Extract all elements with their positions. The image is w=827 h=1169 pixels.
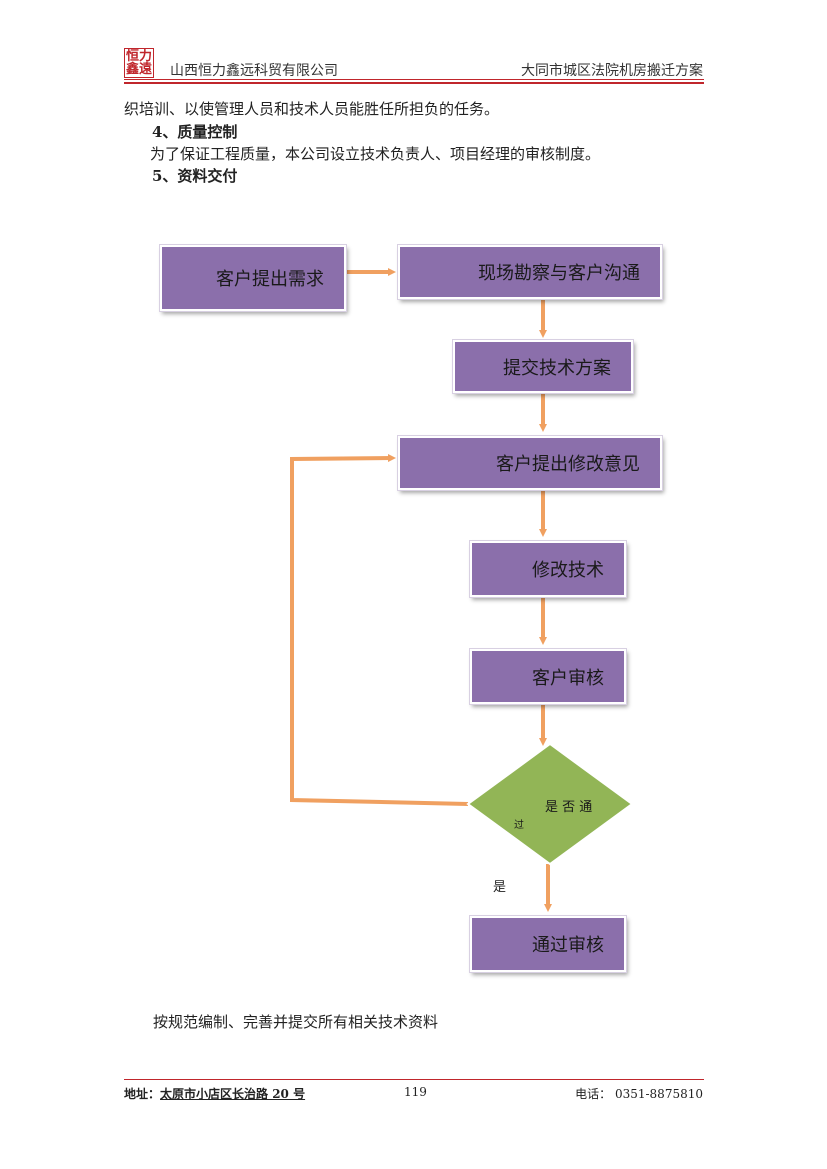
yes-label: 是 bbox=[493, 880, 507, 895]
flow-node-client-request: 客户提出需求 bbox=[159, 244, 347, 312]
heading-quality-control: 4、质量控制 bbox=[152, 123, 238, 141]
header-rule-thick bbox=[124, 82, 704, 84]
arrow-decision-loop-back bbox=[290, 454, 469, 806]
footer-address: 地址：太原市小店区长治路 20 号 bbox=[124, 1085, 305, 1102]
address-value: 太原市小店区长治路 20 号 bbox=[160, 1087, 306, 1101]
address-label: 地址： bbox=[124, 1087, 161, 1101]
decision-label: 是 否 通 bbox=[545, 800, 593, 815]
document-title: 大同市城区法院机房搬迁方案 bbox=[521, 63, 703, 79]
flow-node-approved: 通过审核 bbox=[469, 915, 627, 973]
phone-label: 电话： bbox=[575, 1087, 612, 1101]
logo-line-1: 恒力 bbox=[126, 49, 153, 64]
body-line-1: 织培训、以使管理人员和技术人员能胜任所担负的任务。 bbox=[124, 100, 500, 118]
company-logo: 恒力鑫遠 bbox=[124, 48, 158, 78]
flow-node-client-review: 客户审核 bbox=[469, 648, 627, 705]
decision-label-overflow: 过 bbox=[514, 820, 524, 831]
page-number: 119 bbox=[404, 1085, 427, 1099]
company-name: 山西恒力鑫远科贸有限公司 bbox=[170, 63, 338, 79]
flow-node-client-feedback: 客户提出修改意见 bbox=[397, 435, 663, 491]
body-line-2: 为了保证工程质量，本公司设立技术负责人、项目经理的审核制度。 bbox=[150, 145, 601, 163]
footer-rule bbox=[124, 1079, 704, 1080]
heading-document-delivery: 5、资料交付 bbox=[152, 167, 238, 185]
decision-diamond bbox=[466, 742, 634, 866]
logo-line-2: 鑫遠 bbox=[126, 62, 153, 77]
flow-node-site-survey: 现场勘察与客户沟通 bbox=[397, 244, 663, 300]
phone-value: 0351-8875810 bbox=[614, 1087, 703, 1101]
footer-phone: 电话： 0351-8875810 bbox=[575, 1085, 703, 1102]
flow-node-revise: 修改技术 bbox=[469, 540, 627, 598]
flow-node-submit-proposal: 提交技术方案 bbox=[452, 339, 634, 394]
header-rule bbox=[124, 79, 704, 80]
closing-text: 按规范编制、完善并提交所有相关技术资料 bbox=[153, 1013, 439, 1031]
